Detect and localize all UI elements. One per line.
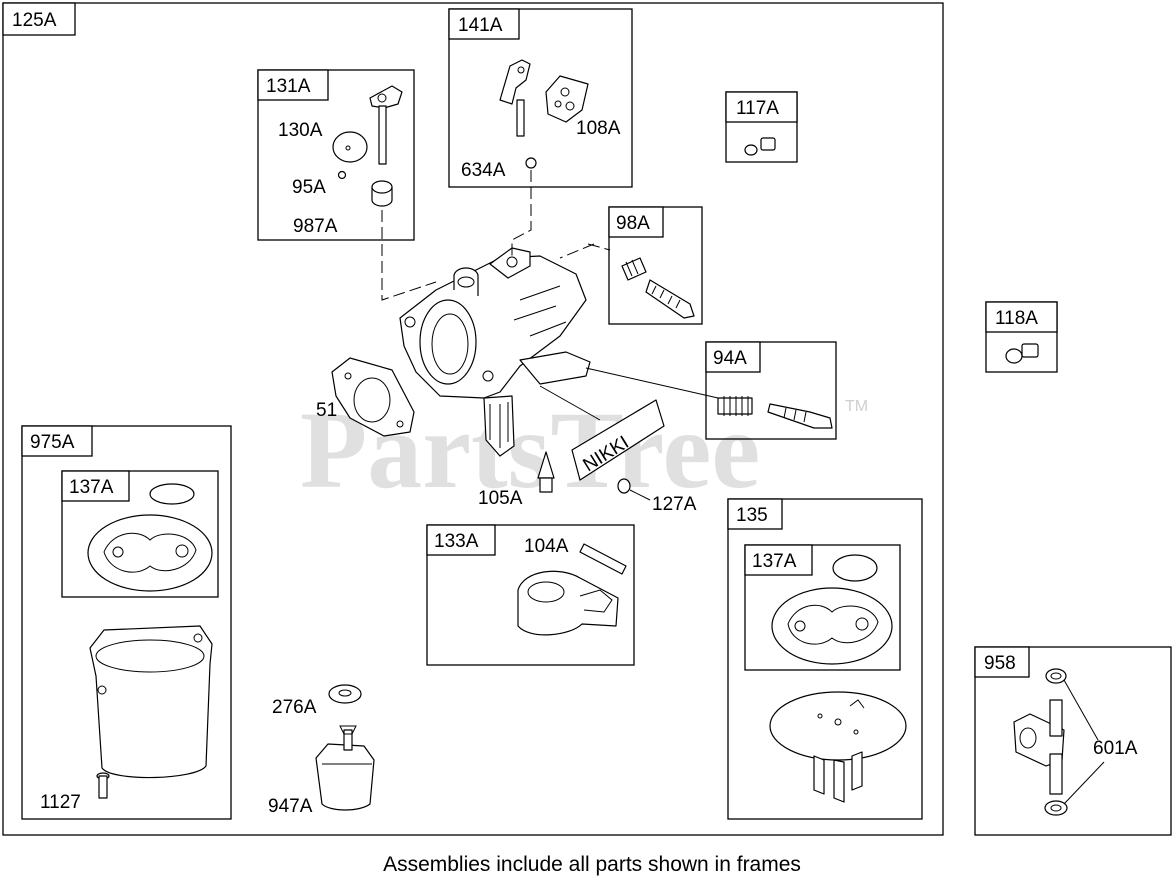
tag-125a[interactable]: [2, 2, 76, 36]
frame-137a-left: [61, 470, 219, 598]
leader-94a: [585, 367, 719, 399]
fuel-valve-958-part[interactable]: [1013, 699, 1065, 795]
label-276a: 276A: [272, 697, 317, 718]
tag-137a-right[interactable]: [744, 544, 813, 576]
plug-118a-part[interactable]: [1005, 343, 1039, 364]
tag-958[interactable]: [974, 646, 1030, 678]
caption: Assemblies include all parts shown in fr…: [383, 853, 801, 876]
frame-133a: [426, 524, 635, 666]
frame-135: [727, 498, 923, 820]
screw-95a-part[interactable]: [337, 170, 347, 180]
frame-141a: [448, 8, 633, 188]
fuel-shutoff-plate-part[interactable]: [769, 691, 907, 803]
hose-clamp-bottom-part[interactable]: [1044, 800, 1068, 816]
tag-137a-left[interactable]: [61, 470, 130, 502]
bowl-gasket-left-part[interactable]: [87, 514, 213, 592]
tag-94a[interactable]: [705, 341, 761, 373]
frame-131a: [257, 69, 415, 241]
leader-601a-top: [1063, 679, 1099, 741]
throttle-shaft-part[interactable]: [499, 59, 531, 137]
watermark-tm: TM: [845, 398, 868, 415]
solenoid-947a-part[interactable]: [315, 725, 375, 811]
choke-shaft-part[interactable]: [369, 85, 403, 165]
mixture-screw-94a-part[interactable]: [717, 396, 833, 429]
label-130a: 130A: [278, 120, 323, 141]
tag-118a-label: 118A: [995, 308, 1038, 329]
label-108a: 108A: [576, 118, 621, 139]
leader-98a: [559, 243, 611, 259]
label-105a: 105A: [478, 488, 523, 509]
bowl-gasket-right-part[interactable]: [771, 587, 893, 665]
screw-634a-part[interactable]: [525, 157, 537, 169]
tag-958-label: 958: [984, 653, 1016, 674]
tag-98a[interactable]: [608, 206, 664, 238]
label-601a: 601A: [1093, 738, 1138, 759]
float-133a-part[interactable]: [517, 570, 619, 636]
needle-105a-part[interactable]: [537, 451, 555, 493]
tag-117a-label: 117A: [736, 98, 779, 119]
tag-125a-label: 125A: [12, 10, 57, 31]
bushing-987a-part[interactable]: [371, 180, 393, 207]
leader-nikki: [539, 385, 601, 421]
tag-137a-left-label: 137A: [69, 477, 114, 498]
frame-975a: [21, 425, 232, 820]
label-104a: 104A: [524, 536, 569, 557]
plug-117a-part[interactable]: [744, 137, 776, 156]
frame-125a: [2, 2, 944, 836]
label-634a: 634A: [461, 160, 506, 181]
bowl-screw-1127-part[interactable]: [96, 772, 110, 799]
label-51: 51: [316, 400, 337, 421]
o-ring-right-part[interactable]: [832, 554, 878, 582]
frame-137a-right: [744, 544, 901, 671]
gasket-51-part[interactable]: [331, 357, 415, 437]
tag-141a[interactable]: [448, 8, 520, 40]
gasket-108a-part[interactable]: [545, 75, 589, 123]
label-95a: 95A: [292, 177, 326, 198]
frame-958: [974, 646, 1172, 836]
leader-141a: [511, 170, 532, 256]
tag-133a-label: 133A: [434, 531, 479, 552]
leader-127a: [629, 489, 651, 501]
leader-601a-bottom: [1063, 761, 1105, 805]
pin-104a-part[interactable]: [579, 543, 627, 575]
tag-94a-label: 94A: [713, 348, 747, 369]
label-987a: 987A: [293, 216, 338, 237]
tag-135-label: 135: [736, 505, 768, 526]
idle-screw-98a-part[interactable]: [621, 257, 695, 319]
tag-141a-label: 141A: [458, 15, 503, 36]
label-947a: 947A: [268, 796, 313, 817]
label-127a: 127A: [652, 494, 697, 515]
label-1127: 1127: [40, 792, 81, 813]
tag-975a[interactable]: [21, 425, 93, 457]
leader-131a: [381, 210, 437, 301]
tag-137a-right-label: 137A: [752, 551, 797, 572]
tag-98a-label: 98A: [616, 213, 650, 234]
tag-131a-label: 131A: [266, 76, 311, 97]
tag-135[interactable]: [727, 498, 783, 530]
float-bowl-part[interactable]: [89, 625, 213, 779]
hose-clamp-top-part[interactable]: [1045, 668, 1067, 684]
tag-117a[interactable]: [725, 91, 798, 123]
tag-133a[interactable]: [426, 524, 496, 556]
carburetor-body-part[interactable]: [399, 247, 591, 457]
washer-276a-part[interactable]: [328, 684, 362, 704]
tag-975a-label: 975A: [30, 432, 75, 453]
jet-127a-part[interactable]: [617, 478, 631, 494]
tag-118a[interactable]: [985, 301, 1058, 333]
o-ring-left-part[interactable]: [149, 483, 195, 505]
frame-94a: [705, 341, 837, 440]
tag-131a[interactable]: [257, 69, 329, 101]
